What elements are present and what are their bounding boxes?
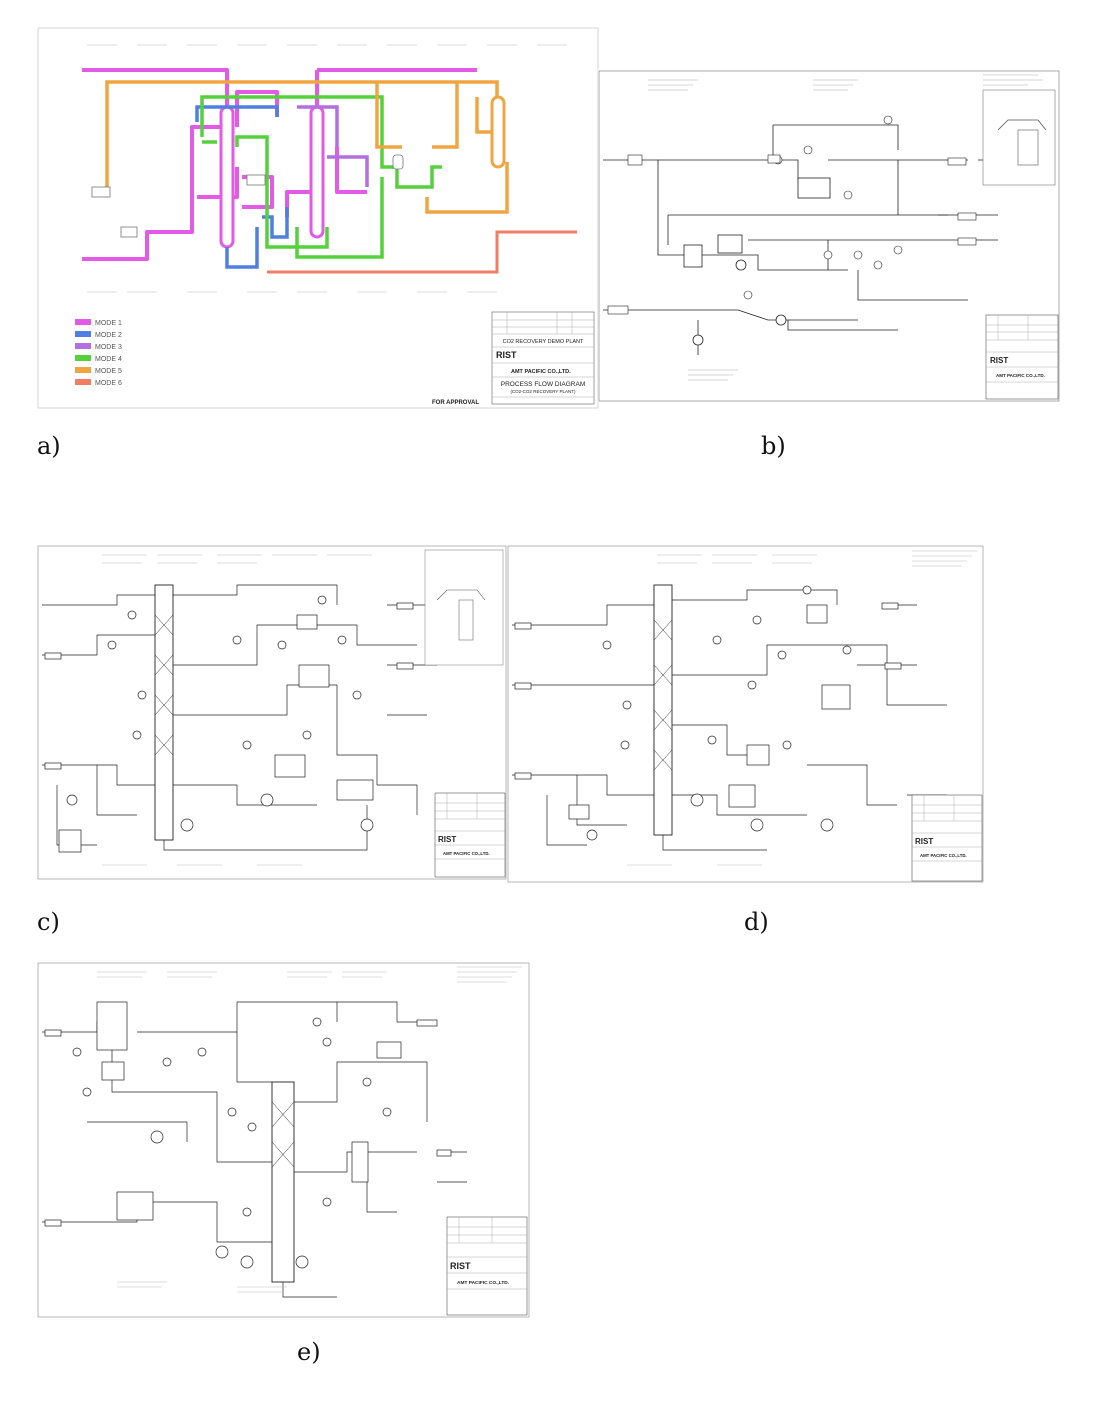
caption-b: b) <box>761 432 786 460</box>
panel-c-title-block: RIST AMT PACIFIC CO.,LTD. <box>434 792 506 878</box>
svg-text:RIST: RIST <box>915 837 933 846</box>
svg-text:AMT PACIFIC CO.,LTD.: AMT PACIFIC CO.,LTD. <box>457 1280 509 1286</box>
panel-d-drawing: RIST AMT PACIFIC CO.,LTD. <box>507 545 984 883</box>
panel-a-process-flow-diagram: MODE 1 MODE 2 MODE 3 MODE 4 MODE 5 MODE … <box>37 27 599 409</box>
svg-text:PROCESS FLOW DIAGRAM: PROCESS FLOW DIAGRAM <box>501 381 586 388</box>
panel-e-drawing: RIST AMT PACIFIC CO.,LTD. <box>37 962 530 1318</box>
caption-e: e) <box>297 1338 321 1366</box>
caption-a: a) <box>37 432 61 460</box>
panel-e-pid-drawing: RIST AMT PACIFIC CO.,LTD. <box>37 962 530 1318</box>
panel-a-legend: MODE 1 MODE 2 MODE 3 MODE 4 MODE 5 MODE … <box>75 319 122 387</box>
legend-item: MODE 4 <box>75 355 122 363</box>
panel-a-title-block: CO2 RECOVERY DEMO PLANT RIST AMT PACIFIC… <box>491 311 595 405</box>
legend-item: MODE 3 <box>75 343 122 351</box>
legend-item: MODE 5 <box>75 367 122 375</box>
panel-a-drawing: MODE 1 MODE 2 MODE 3 MODE 4 MODE 5 MODE … <box>37 27 599 409</box>
svg-text:(CO2-CO2 RECOVERY PLANT): (CO2-CO2 RECOVERY PLANT) <box>510 389 576 394</box>
panel-b-pid-drawing: RIST AMT PACIFIC CO.,LTD. <box>598 70 1060 402</box>
panel-d-pid-drawing: RIST AMT PACIFIC CO.,LTD. <box>507 545 984 883</box>
svg-text:RIST: RIST <box>438 835 456 844</box>
legend-item: MODE 1 <box>75 319 122 327</box>
svg-text:AMT PACIFIC CO.,LTD.: AMT PACIFIC CO.,LTD. <box>511 369 571 375</box>
svg-text:MODE 4: MODE 4 <box>95 356 122 363</box>
caption-c: c) <box>37 908 60 936</box>
panel-b-title-block: RIST AMT PACIFIC CO.,LTD. <box>985 314 1059 400</box>
svg-text:MODE 2: MODE 2 <box>95 332 122 339</box>
legend-item: MODE 2 <box>75 331 122 339</box>
panel-c-pid-drawing: RIST AMT PACIFIC CO.,LTD. <box>37 545 507 880</box>
svg-text:AMT PACIFIC CO.,LTD.: AMT PACIFIC CO.,LTD. <box>920 853 967 858</box>
approval-stamp: FOR APPROVAL <box>432 400 479 406</box>
svg-text:RIST: RIST <box>450 1261 471 1271</box>
svg-text:MODE 3: MODE 3 <box>95 344 122 351</box>
panel-b-drawing: RIST AMT PACIFIC CO.,LTD. <box>598 70 1060 402</box>
svg-text:CO2 RECOVERY DEMO PLANT: CO2 RECOVERY DEMO PLANT <box>503 339 584 345</box>
panel-e-title-block: RIST AMT PACIFIC CO.,LTD. <box>446 1216 528 1316</box>
caption-d: d) <box>744 908 769 936</box>
panel-d-title-block: RIST AMT PACIFIC CO.,LTD. <box>911 794 983 882</box>
legend-item: MODE 6 <box>75 379 122 387</box>
svg-text:RIST: RIST <box>496 350 517 360</box>
panel-c-drawing: RIST AMT PACIFIC CO.,LTD. <box>37 545 507 880</box>
svg-text:MODE 5: MODE 5 <box>95 368 122 375</box>
svg-text:RIST: RIST <box>990 356 1008 365</box>
svg-text:MODE 6: MODE 6 <box>95 380 122 387</box>
svg-text:MODE 1: MODE 1 <box>95 320 122 327</box>
svg-text:AMT PACIFIC CO.,LTD.: AMT PACIFIC CO.,LTD. <box>996 373 1045 378</box>
svg-text:AMT PACIFIC CO.,LTD.: AMT PACIFIC CO.,LTD. <box>443 851 490 856</box>
